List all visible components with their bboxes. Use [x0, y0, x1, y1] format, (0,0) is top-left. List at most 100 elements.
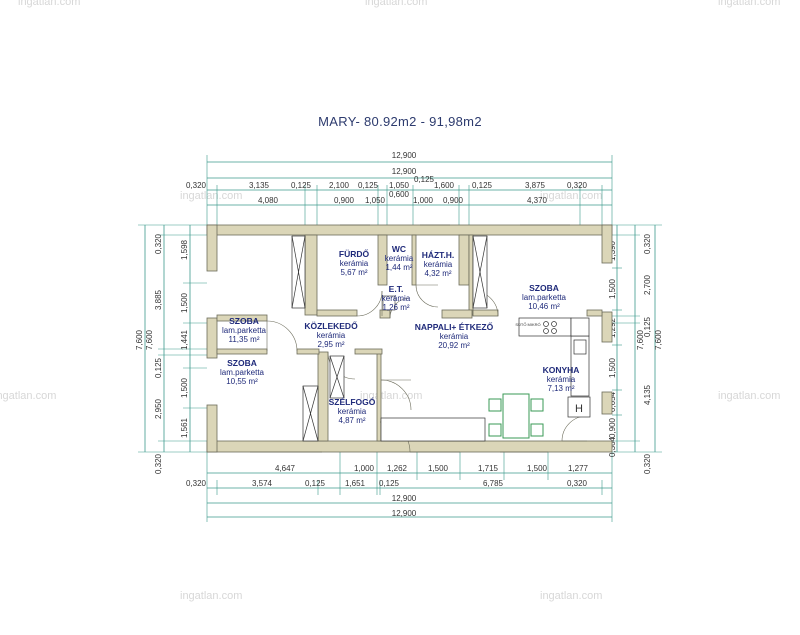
room-wc: WC kerámia 1,44 m²	[385, 244, 414, 272]
top-dimensions: 12,900 12,900 0,125 0,320 3,135 0,125 2,…	[186, 151, 588, 205]
oven-label: SÜTŐ MIKRÓ	[515, 322, 540, 327]
dim-top-b: 4,080	[258, 196, 279, 205]
svg-text:NAPPALI+ ÉTKEZŐ: NAPPALI+ ÉTKEZŐ	[415, 321, 494, 332]
svg-text:kerámia: kerámia	[547, 375, 576, 384]
dim-top-b: 0,900	[443, 196, 464, 205]
dim-right-inner: 0,900	[608, 417, 617, 438]
dim-right-inner: 1,390	[608, 240, 617, 261]
wardrobes	[291, 235, 488, 442]
dim-bottom-b: 0,320	[186, 479, 207, 488]
svg-text:kerámia: kerámia	[340, 259, 369, 268]
watermark: ingatlan.com	[718, 0, 781, 8]
svg-text:SZOBA: SZOBA	[529, 283, 559, 293]
dim-top-b: 1,050	[365, 196, 386, 205]
dim-top-b: 4,370	[527, 196, 548, 205]
dim-top-extra-b: 0,600	[389, 190, 410, 199]
dim-right-inner: 1,500	[608, 278, 617, 299]
dim-bottom-a: 1,500	[527, 464, 548, 473]
dim-bottom-b: 6,785	[483, 479, 504, 488]
dining-set	[488, 393, 544, 439]
watermark: ingatlan.com	[18, 0, 81, 8]
dim-left-mid: 0,320	[154, 233, 163, 254]
dim-left-inner: 1,500	[180, 292, 189, 313]
dim-top-b: 0,900	[334, 196, 355, 205]
bottom-dimensions: 4,647 1,000 1,262 1,500 1,715 1,500 1,27…	[186, 464, 589, 518]
svg-text:kerámia: kerámia	[338, 407, 367, 416]
svg-text:1,44 m²: 1,44 m²	[385, 263, 412, 272]
dim-right-inner: 0,654	[608, 391, 617, 412]
dim-bottom-total-2: 12,900	[392, 509, 417, 518]
dim-top-b: 1,000	[413, 196, 434, 205]
dim-right-inner: 1,292	[608, 317, 617, 338]
svg-text:7,13 m²: 7,13 m²	[547, 384, 574, 393]
watermark: ingatlan.com	[365, 0, 428, 8]
room-et: E.T. kerámia 1,26 m²	[382, 284, 411, 312]
svg-text:kerámia: kerámia	[424, 260, 453, 269]
dim-bottom-b: 3,574	[252, 479, 273, 488]
dim-left-total: 7,600	[145, 329, 154, 350]
watermark: ingatlan.com	[180, 590, 243, 602]
dim-top-a: 1,600	[434, 181, 455, 190]
dim-right-total-a: 7,600	[636, 329, 645, 350]
dim-bottom-a: 1,500	[428, 464, 449, 473]
dim-left-mid: 3,885	[154, 289, 163, 310]
kitchen-counter	[518, 317, 591, 418]
dim-bottom-b: 0,125	[379, 479, 400, 488]
room-szoba-ne: SZOBA lam.parketta 10,46 m²	[522, 283, 567, 311]
svg-text:lam.parketta: lam.parketta	[522, 293, 567, 302]
dim-top-a: 0,125	[472, 181, 493, 190]
svg-text:4,87 m²: 4,87 m²	[338, 416, 365, 425]
dim-bottom-a: 1,000	[354, 464, 375, 473]
svg-text:kerámia: kerámia	[440, 332, 469, 341]
room-szoba-sw: SZOBA lam.parketta 10,55 m²	[220, 358, 265, 386]
svg-text:KÖZLEKEDŐ: KÖZLEKEDŐ	[304, 320, 358, 331]
dim-top-a: 0,125	[291, 181, 312, 190]
dim-bottom-b: 1,651	[345, 479, 366, 488]
svg-text:kerámia: kerámia	[385, 254, 414, 263]
dim-right-mid: 0,125	[643, 316, 652, 337]
dim-right-mid: 0,320	[643, 233, 652, 254]
room-szelfogo: SZÉLFOGÓ kerámia 4,87 m²	[329, 396, 376, 425]
dim-right-inner: 1,500	[608, 357, 617, 378]
room-furdo: FÜRDŐ kerámia 5,67 m²	[339, 248, 370, 277]
dim-left-inner: 1,500	[180, 377, 189, 398]
dim-right-mid: 2,700	[643, 274, 652, 295]
dim-top-a: 0,125	[358, 181, 379, 190]
watermark: ingatlan.com	[540, 590, 603, 602]
dim-bottom-total-1: 12,900	[392, 494, 417, 503]
dim-left-inner: 1,598	[180, 239, 189, 260]
svg-text:kerámia: kerámia	[317, 331, 346, 340]
svg-text:lam.parketta: lam.parketta	[220, 368, 265, 377]
watermark: ingatlan.com	[718, 390, 781, 402]
dim-bottom-b: 0,320	[567, 479, 588, 488]
svg-text:2,95 m²: 2,95 m²	[317, 340, 344, 349]
dim-left-inner: 1,441	[180, 329, 189, 350]
svg-text:SZOBA: SZOBA	[227, 358, 257, 368]
dim-bottom-b: 0,125	[305, 479, 326, 488]
svg-text:KONYHA: KONYHA	[543, 365, 580, 375]
watermark: ingatlan.com	[180, 190, 243, 202]
dim-right-mid: 4,135	[643, 384, 652, 405]
svg-text:5,67 m²: 5,67 m²	[340, 268, 367, 277]
room-konyha: KONYHA kerámia 7,13 m²	[543, 365, 580, 393]
dim-left-mid: 0,125	[154, 357, 163, 378]
dim-top-a: 3,875	[525, 181, 546, 190]
svg-text:11,35 m²: 11,35 m²	[229, 335, 260, 344]
svg-text:E.T.: E.T.	[389, 284, 404, 294]
dim-top-a: 0,320	[186, 181, 207, 190]
dim-left-mid: 0,320	[154, 453, 163, 474]
dim-right-inner: 0,364	[608, 436, 617, 457]
svg-text:10,55 m²: 10,55 m²	[226, 377, 258, 386]
left-dimensions: 7,600 0,320 3,885 0,125 2,950 0,320 1,59…	[135, 233, 189, 474]
svg-text:4,32 m²: 4,32 m²	[424, 269, 451, 278]
svg-text:SZOBA: SZOBA	[229, 316, 259, 326]
dim-right-mid: 0,320	[643, 453, 652, 474]
svg-text:FÜRDŐ: FÜRDŐ	[339, 248, 370, 259]
dim-top-a: 3,135	[249, 181, 270, 190]
entrance-counter	[380, 417, 486, 442]
room-hazt-h: HÁZT.H. kerámia 4,32 m²	[422, 250, 455, 278]
plan-title: MARY- 80.92m2 - 91,98m2	[318, 114, 482, 129]
right-dimensions: 1,390 1,500 1,292 1,500 0,654 0,900 0,36…	[608, 233, 663, 474]
svg-text:HÁZT.H.: HÁZT.H.	[422, 250, 455, 260]
